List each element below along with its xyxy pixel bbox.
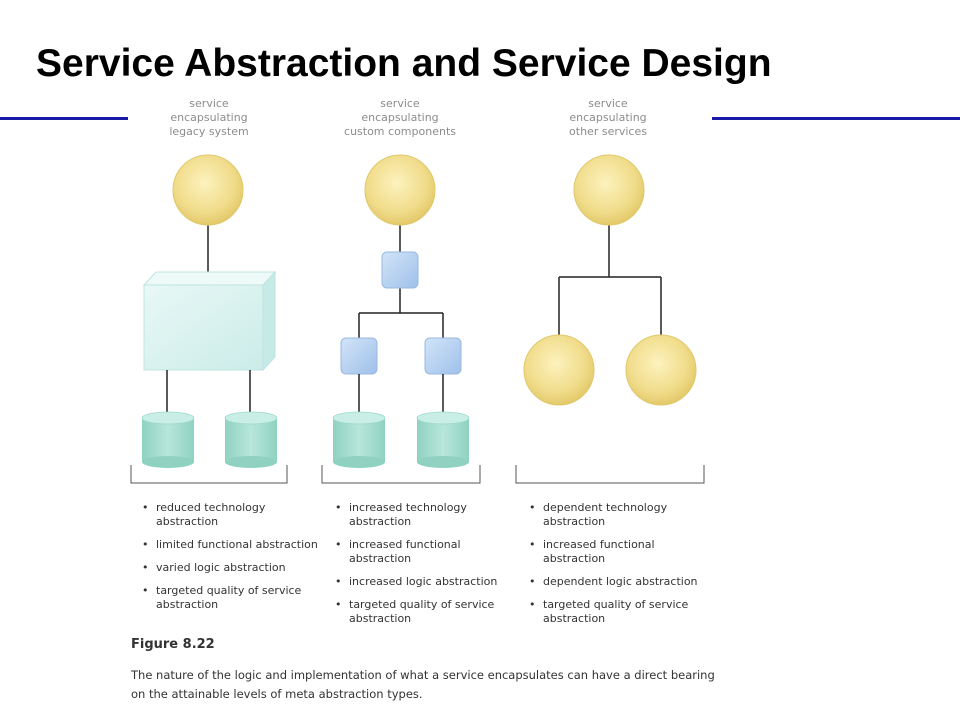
database-icon (416, 411, 470, 468)
caption-line: custom components (344, 125, 456, 138)
service-circle (625, 334, 697, 406)
list-item: targeted quality of service abstraction (525, 598, 715, 626)
caption-other-services: service encapsulating other services (538, 97, 678, 139)
caption-legacy-system: service encapsulating legacy system (139, 97, 279, 139)
list-item: dependent logic abstraction (525, 575, 715, 589)
list-item: varied logic abstraction (138, 561, 328, 575)
component-icon (381, 251, 419, 289)
list-item: targeted quality of service abstraction (138, 584, 328, 612)
list-item: limited functional abstraction (138, 538, 328, 552)
caption-line: service (380, 97, 420, 110)
list-item: increased functional abstraction (331, 538, 521, 566)
caption-line: service (189, 97, 229, 110)
caption-custom-components: service encapsulating custom components (330, 97, 470, 139)
figure-label: Figure 8.22 (131, 637, 215, 652)
database-icon (332, 411, 386, 468)
list-item: increased logic abstraction (331, 575, 521, 589)
figure-caption: The nature of the logic and implementati… (131, 668, 715, 701)
slide-title: Service Abstraction and Service Design (36, 42, 772, 85)
caption-line: legacy system (169, 125, 249, 138)
title-rule-left (0, 117, 128, 120)
service-circle (172, 154, 244, 226)
list-item: reduced technology abstraction (138, 501, 328, 529)
list-item: targeted quality of service abstraction (331, 598, 521, 626)
component-icon (340, 337, 378, 375)
group-bracket (130, 465, 288, 484)
list-item: increased technology abstraction (331, 501, 521, 529)
service-circle (364, 154, 436, 226)
component-icon (424, 337, 462, 375)
bullet-list-custom-components: increased technology abstraction increas… (331, 501, 521, 635)
list-item: increased functional abstraction (525, 538, 715, 566)
service-circle (573, 154, 645, 226)
caption-line: other services (569, 125, 647, 138)
caption-line: encapsulating (569, 111, 647, 124)
legacy-system-box (142, 270, 277, 372)
bullet-list-other-services: dependent technology abstraction increas… (525, 501, 715, 635)
caption-line: encapsulating (361, 111, 439, 124)
database-icon (224, 411, 278, 468)
caption-line: service (588, 97, 628, 110)
column-legacy-system (130, 154, 288, 484)
list-item: dependent technology abstraction (525, 501, 715, 529)
bullet-list-legacy-system: reduced technology abstraction limited f… (138, 501, 328, 621)
column-custom-components (321, 154, 481, 484)
service-circle (523, 334, 595, 406)
column-other-services (515, 154, 705, 484)
group-bracket (515, 465, 705, 484)
group-bracket (321, 465, 481, 484)
caption-line: encapsulating (170, 111, 248, 124)
title-rule-right (712, 117, 960, 120)
database-icon (141, 411, 195, 468)
